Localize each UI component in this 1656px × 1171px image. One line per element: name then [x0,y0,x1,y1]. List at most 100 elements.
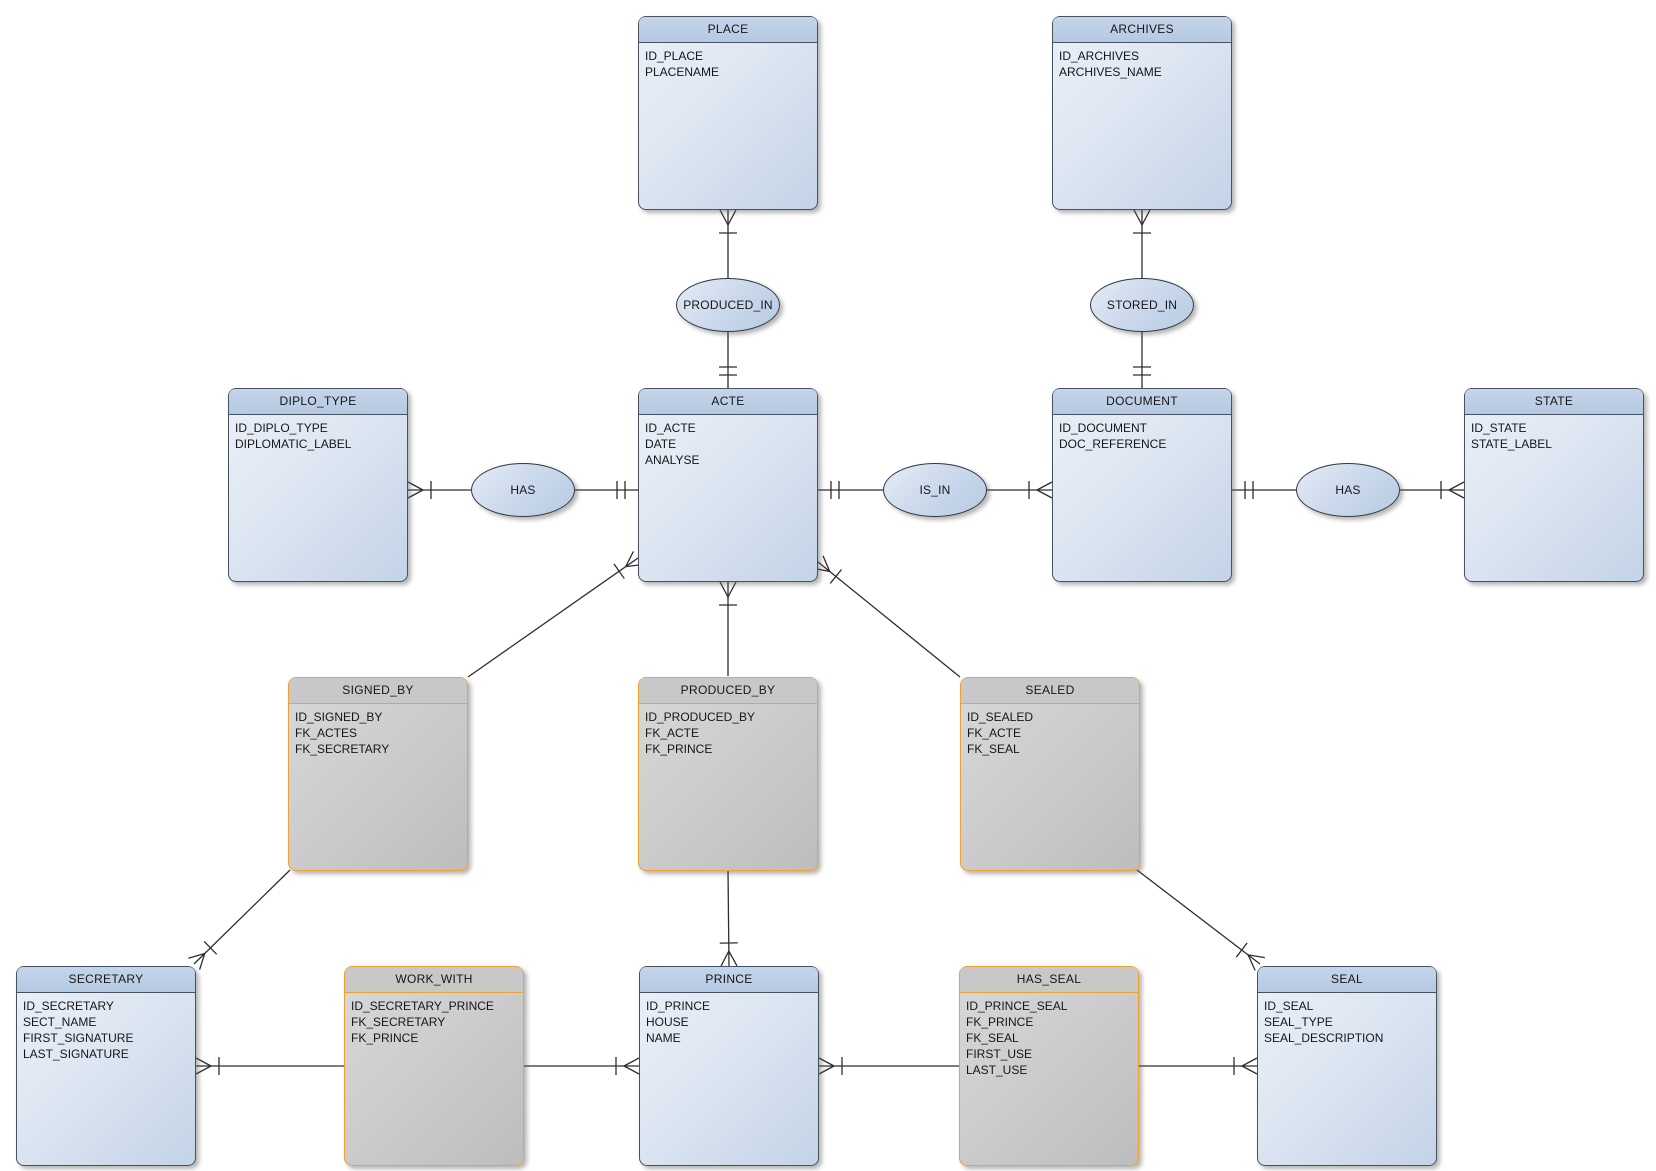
entity-attributes: ID_PRINCE_SEAL FK_PRINCE FK_SEAL FIRST_U… [960,993,1138,1083]
entity-title: SEALED [961,678,1139,704]
connector-acte-sealed [812,555,961,678]
entity-attributes: ID_PLACE PLACENAME [639,43,817,85]
attribute: FK_SEAL [966,1031,1019,1045]
connector-seal-sealed [1136,869,1265,971]
entity-work-with[interactable]: WORK_WITH ID_SECRETARY_PRINCE FK_SECRETA… [344,966,524,1166]
connector-seal-has_seal [1139,1057,1258,1075]
entity-produced-by[interactable]: PRODUCED_BY ID_PRODUCED_BY FK_ACTE FK_PR… [638,677,818,871]
attribute: ID_SEALED [967,710,1034,724]
relationship-has-right[interactable]: HAS [1296,463,1400,517]
entity-attributes: ID_PRODUCED_BY FK_ACTE FK_PRINCE [639,704,817,762]
attribute: ID_PLACE [645,49,704,63]
relationship-stored-in[interactable]: STORED_IN [1090,278,1194,332]
entity-diplo-type[interactable]: DIPLO_TYPE ID_DIPLO_TYPE DIPLOMATIC_LABE… [228,388,408,582]
attribute: ID_SECRETARY_PRINCE [351,999,494,1013]
attribute: FK_PRINCE [966,1015,1034,1029]
entity-has-seal[interactable]: HAS_SEAL ID_PRINCE_SEAL FK_PRINCE FK_SEA… [959,966,1139,1166]
attribute: DIPLOMATIC_LABEL [235,437,352,451]
entity-title: ARCHIVES [1053,17,1231,43]
connector-document-is_in [987,481,1053,499]
entity-attributes: ID_PRINCE HOUSE NAME [640,993,818,1051]
entity-secretary[interactable]: SECRETARY ID_SECRETARY SECT_NAME FIRST_S… [16,966,196,1166]
attribute: LAST_USE [966,1063,1028,1077]
entity-title: STATE [1465,389,1643,415]
attribute: PLACENAME [645,65,720,79]
attribute: ID_SEAL [1264,999,1314,1013]
attribute: FK_ACTES [295,726,358,740]
connector-acte-produced_by [719,581,737,676]
entity-attributes: ID_ARCHIVES ARCHIVES_NAME [1053,43,1231,85]
entity-document[interactable]: DOCUMENT ID_DOCUMENT DOC_REFERENCE [1052,388,1232,582]
attribute: ID_PRINCE [646,999,711,1013]
entity-attributes: ID_SIGNED_BY FK_ACTES FK_SECRETARY [289,704,467,762]
entity-title: SEAL [1258,967,1436,993]
connector-prince-has_seal [818,1057,959,1075]
entity-signed-by[interactable]: SIGNED_BY ID_SIGNED_BY FK_ACTES FK_SECRE… [288,677,468,871]
entity-attributes: ID_DOCUMENT DOC_REFERENCE [1053,415,1231,457]
entity-archives[interactable]: ARCHIVES ID_ARCHIVES ARCHIVES_NAME [1052,16,1232,210]
connector-prince-produced_by [719,869,738,967]
attribute: ARCHIVES_NAME [1059,65,1162,79]
relationship-produced-in[interactable]: PRODUCED_IN [676,278,780,332]
relationship-label: IS_IN [919,483,951,497]
relationship-label: PRODUCED_IN [683,298,773,312]
attribute: ID_DIPLO_TYPE [235,421,328,435]
attribute: STATE_LABEL [1471,437,1552,451]
entity-acte[interactable]: ACTE ID_ACTE DATE ANALYSE [638,388,818,582]
relationship-label: HAS [510,483,536,497]
connector-acte-has [575,481,638,499]
entity-attributes: ID_SECRETARY_PRINCE FK_SECRETARY FK_PRIN… [345,993,523,1051]
entity-attributes: ID_DIPLO_TYPE DIPLOMATIC_LABEL [229,415,407,457]
entity-attributes: ID_ACTE DATE ANALYSE [639,415,817,473]
connector-document-has-2 [1232,481,1296,499]
attribute: FK_ACTE [645,726,700,740]
relationship-label: STORED_IN [1106,298,1178,312]
entity-title: PLACE [639,17,817,43]
attribute: FIRST_SIGNATURE [23,1031,134,1045]
attribute: DATE [645,437,677,451]
connector-diplo_type-has [407,481,471,499]
connector-acte-produced_in [719,332,737,388]
connector-state-has-2 [1400,481,1465,499]
relationship-has-left[interactable]: HAS [471,463,575,517]
entity-title: DOCUMENT [1053,389,1231,415]
connector-place-produced_in [719,209,737,278]
attribute: FIRST_USE [966,1047,1033,1061]
entity-place[interactable]: PLACE ID_PLACE PLACENAME [638,16,818,210]
attribute: FK_PRINCE [645,742,713,756]
attribute: DOC_REFERENCE [1059,437,1167,451]
entity-state[interactable]: STATE ID_STATE STATE_LABEL [1464,388,1644,582]
relationship-label: HAS [1335,483,1361,497]
entity-title: PRODUCED_BY [639,678,817,704]
attribute: FK_SEAL [967,742,1020,756]
entity-seal[interactable]: SEAL ID_SEAL SEAL_TYPE SEAL_DESCRIPTION [1257,966,1437,1166]
relationship-is-in[interactable]: IS_IN [883,463,987,517]
attribute: ID_SECRETARY [23,999,114,1013]
connector-acte-signed_by [467,551,643,678]
entity-title: ACTE [639,389,817,415]
attribute: SEAL_TYPE [1264,1015,1333,1029]
attribute: LAST_SIGNATURE [23,1047,129,1061]
attribute: ID_STATE [1471,421,1527,435]
connector-prince-work_with [524,1057,640,1075]
connector-secretary-signed_by [188,869,291,970]
connector-secretary-work_with [195,1057,344,1075]
entity-sealed[interactable]: SEALED ID_SEALED FK_ACTE FK_SEAL [960,677,1140,871]
attribute: ID_PRODUCED_BY [645,710,756,724]
entity-title: SECRETARY [17,967,195,993]
attribute: SEAL_DESCRIPTION [1264,1031,1384,1045]
entity-attributes: ID_SECRETARY SECT_NAME FIRST_SIGNATURE L… [17,993,195,1067]
attribute: ID_ARCHIVES [1059,49,1140,63]
connector-archives-stored_in [1133,209,1151,278]
entity-attributes: ID_STATE STATE_LABEL [1465,415,1643,457]
entity-prince[interactable]: PRINCE ID_PRINCE HOUSE NAME [639,966,819,1166]
entity-title: WORK_WITH [345,967,523,993]
entity-title: DIPLO_TYPE [229,389,407,415]
attribute: FK_ACTE [967,726,1022,740]
attribute: FK_SECRETARY [351,1015,446,1029]
attribute: ID_ACTE [645,421,696,435]
connector-document-stored_in [1133,332,1151,388]
attribute: ID_SIGNED_BY [295,710,383,724]
